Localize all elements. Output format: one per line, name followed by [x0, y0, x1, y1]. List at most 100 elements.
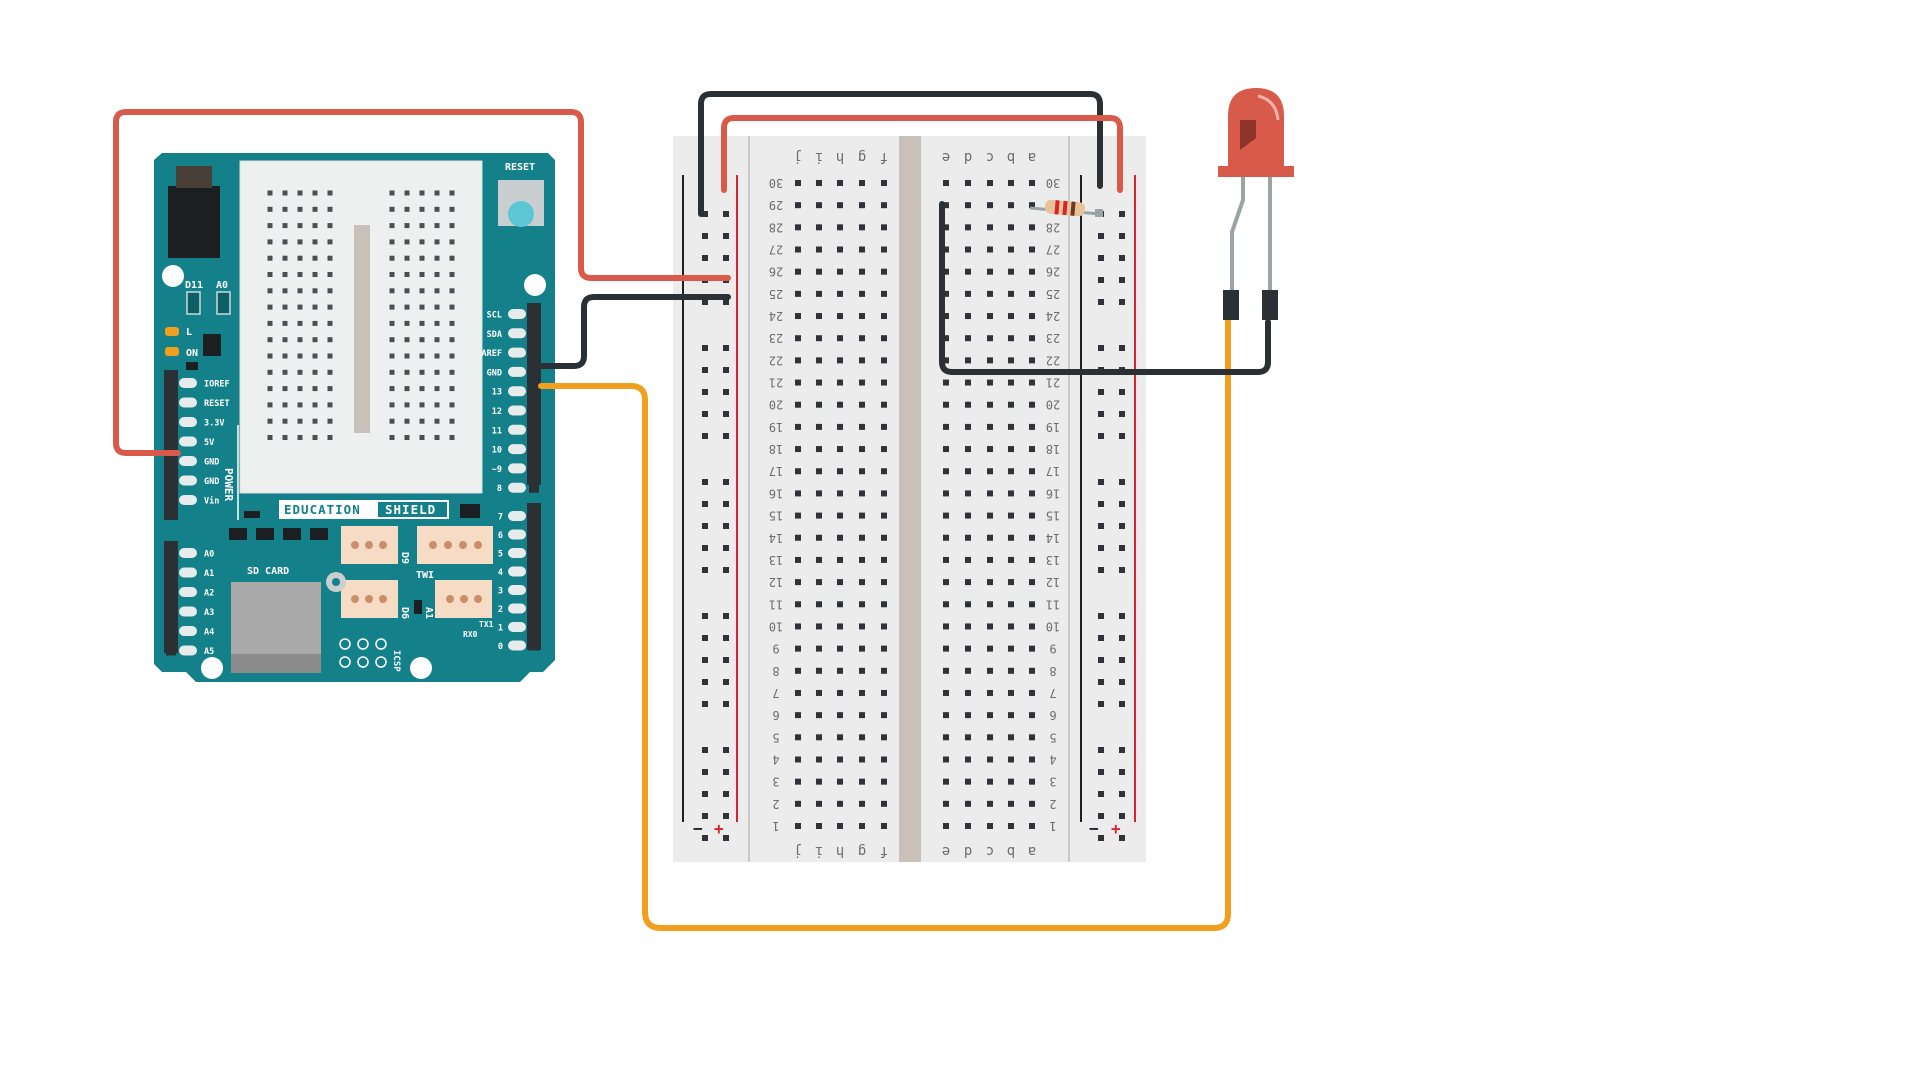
led-pin-cathode [1223, 290, 1239, 320]
pin-pad [179, 626, 197, 636]
row-number-label: 18 [769, 442, 783, 456]
header-pin [166, 495, 176, 505]
pin-pad [179, 436, 197, 447]
breadboard-hole [1029, 556, 1035, 563]
breadboard-hole [943, 800, 949, 807]
digital-pin-label: GND [487, 368, 502, 378]
row-number-label: 21 [1046, 376, 1060, 390]
column-letter-label: i [815, 843, 823, 859]
mini-hole [267, 402, 273, 408]
mini-hole [282, 272, 288, 277]
breadboard-hole [987, 357, 993, 364]
mini-hole [419, 304, 425, 310]
breadboard-hole [1008, 689, 1014, 696]
header-pin [529, 640, 539, 651]
breadboard-hole [943, 202, 949, 209]
breadboard-hole [1008, 290, 1014, 297]
mini-hole [449, 402, 455, 408]
breadboard-hole [837, 556, 843, 563]
rail-hole [1119, 657, 1125, 663]
rail-hole [1098, 479, 1104, 485]
breadboard-hole [1008, 601, 1014, 608]
mini-hole [327, 223, 333, 229]
power-pin-label: RESET [204, 399, 230, 409]
breadboard-hole [837, 734, 843, 741]
mini-hole [419, 435, 425, 440]
header-pin [166, 645, 176, 656]
rail-hole [723, 345, 729, 351]
reset-button[interactable] [498, 180, 544, 227]
wire-5v-red [113, 109, 731, 456]
breadboard-hole [837, 290, 843, 297]
mini-hole [327, 386, 333, 392]
breadboard-hole [881, 290, 887, 297]
breadboard-hole [881, 401, 887, 408]
breadboard-hole [943, 645, 949, 652]
breadboard-hole [816, 534, 822, 541]
header-pin [166, 548, 176, 558]
rail-hole [702, 479, 708, 485]
column-letter-label: f [880, 149, 888, 165]
mini-hole [419, 255, 425, 261]
breadboard-hole [965, 490, 971, 497]
row-number-label: 27 [769, 243, 783, 257]
header-pin [166, 626, 176, 636]
column-letter-label: a [1028, 149, 1036, 165]
mini-hole [327, 190, 333, 196]
rail-hole [723, 211, 729, 217]
row-number-label: 18 [1046, 442, 1060, 456]
column-letter-label: f [880, 843, 888, 859]
sd-card-slot[interactable] [231, 582, 321, 673]
pin-pad [179, 397, 197, 408]
rail-hole [723, 367, 729, 373]
row-number-label: 28 [1046, 220, 1060, 234]
breadboard-hole [1008, 313, 1014, 320]
mini-hole [434, 239, 440, 245]
mini-hole [312, 402, 318, 408]
breadboard-hole [881, 778, 887, 785]
breadboard-hole [965, 556, 971, 563]
power-pin-label: GND [204, 458, 219, 468]
mini-hole [327, 369, 333, 375]
mini-hole [297, 190, 303, 196]
education-shield-board: D11 A0 L ON RESET IOREFRESET3.3V5VGNDGND… [154, 153, 555, 682]
breadboard-hole [837, 712, 843, 719]
breadboard-hole [965, 734, 971, 741]
pin-pad [179, 378, 197, 388]
mini-hole [449, 239, 455, 245]
row-number-label: 28 [769, 220, 783, 234]
breadboard-hole [943, 180, 949, 186]
pin-pad [508, 405, 526, 416]
mini-hole [389, 288, 395, 294]
rail-hole [723, 635, 729, 641]
rail-hole [1098, 769, 1104, 775]
column-letter-label: i [815, 149, 823, 165]
header-pin [529, 603, 539, 614]
test-point-inner [332, 578, 340, 586]
digital-pin-label: 11 [492, 426, 502, 436]
breadboard-hole [1029, 689, 1035, 696]
rail-hole [1098, 277, 1104, 283]
breadboard-hole [816, 823, 822, 829]
breadboard-hole [1008, 667, 1014, 674]
breadboard-hole [837, 180, 843, 186]
breadboard-hole [987, 401, 993, 408]
breadboard-hole [837, 268, 843, 275]
rail-hole [723, 233, 729, 239]
breadboard-hole [816, 423, 822, 430]
breadboard-hole [881, 645, 887, 652]
mini-hole [449, 320, 455, 326]
analog-pin-label: A3 [204, 608, 214, 618]
breadboard-hole [1029, 180, 1035, 186]
pin-pad [508, 328, 526, 339]
breadboard-hole [987, 689, 993, 696]
breadboard-hole [837, 601, 843, 608]
breadboard-hole [1029, 601, 1035, 608]
header-pin [166, 397, 176, 408]
breadboard-hole [943, 556, 949, 563]
rail-hole [1119, 769, 1125, 775]
breadboard-hole [816, 778, 822, 785]
breadboard-hole [943, 246, 949, 253]
breadboard-hole [816, 556, 822, 563]
led-on-indicator [165, 347, 179, 356]
